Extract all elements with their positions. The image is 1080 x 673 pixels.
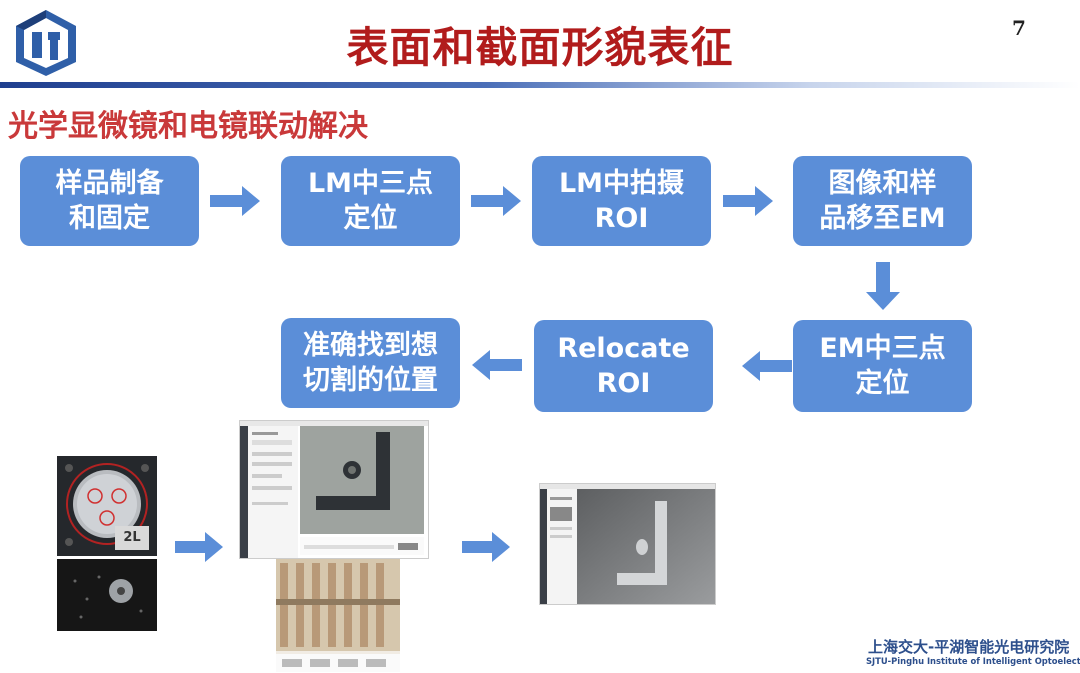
step-transfer-to-em: 图像和样品移至EM (793, 156, 972, 246)
step-line: 和固定 (69, 203, 150, 234)
step-line: Relocate (557, 333, 690, 364)
arrow-right-icon (471, 186, 521, 216)
footer-institute-cn: 上海交大-平湖智能光电研究院 (868, 638, 1070, 656)
tool-sidebar (540, 489, 547, 604)
step-lm-capture-roi: LM中拍摄 ROI (532, 156, 711, 246)
lm-image (300, 426, 424, 534)
arrow-right-icon (462, 532, 510, 562)
arrow-right-icon (210, 186, 260, 216)
window-titlebar (540, 484, 715, 489)
step-line: LM中拍摄 (558, 168, 685, 199)
settings-panel (547, 489, 577, 604)
window-titlebar (240, 421, 428, 426)
arrow-left-icon (742, 351, 792, 381)
step-line: 品移至EM (819, 203, 946, 234)
step-line: ROI (596, 368, 651, 399)
chip-layout-image (276, 559, 400, 672)
step-find-cut-position: 准确找到想切割的位置 (281, 318, 460, 408)
image-controls (300, 537, 424, 555)
settings-panel (248, 426, 298, 558)
slide-subtitle: 光学显微镜和电镜联动解决 (8, 109, 368, 144)
chip-layout-drawing (276, 559, 400, 672)
mounting-plate-photo (57, 559, 157, 631)
step-lm-three-point: LM中三点定位 (281, 156, 460, 246)
lm-feature-drawing (300, 426, 424, 534)
lm-software-screenshot (239, 420, 429, 559)
mounting-plate-drawing (57, 559, 157, 631)
page-number: 7 (1012, 16, 1026, 40)
step-em-three-point: EM中三点定位 (793, 320, 972, 412)
arrow-left-icon (472, 350, 522, 380)
step-line: 定位 (855, 368, 910, 399)
footer-institute-en: SJTU-Pinghu Institute of Intelligent Opt… (866, 656, 1080, 666)
holder-label: 2L (115, 526, 149, 550)
sample-holder-photo: 2L (57, 456, 157, 556)
step-line: ROI (594, 203, 649, 234)
step-line: 切割的位置 (303, 365, 438, 396)
tool-sidebar (240, 426, 248, 558)
step-line: EM中三点 (819, 333, 946, 364)
title-divider (0, 82, 1080, 88)
em-software-screenshot (539, 483, 716, 605)
step-sample-prep: 样品制备和固定 (20, 156, 199, 246)
step-line: 样品制备 (55, 168, 164, 199)
step-line: 准确找到想 (303, 330, 438, 361)
slide-title: 表面和截面形貌表征 (346, 23, 734, 72)
em-image (577, 489, 715, 604)
em-feature-drawing (577, 489, 715, 604)
arrow-down-icon (866, 262, 900, 310)
step-line: 图像和样 (828, 168, 937, 199)
step-line: LM中三点 (307, 168, 434, 199)
step-line: 定位 (343, 203, 398, 234)
arrow-right-icon (723, 186, 773, 216)
sample-holder-drawing (57, 456, 157, 556)
arrow-right-icon (175, 532, 223, 562)
institute-logo (16, 10, 76, 76)
